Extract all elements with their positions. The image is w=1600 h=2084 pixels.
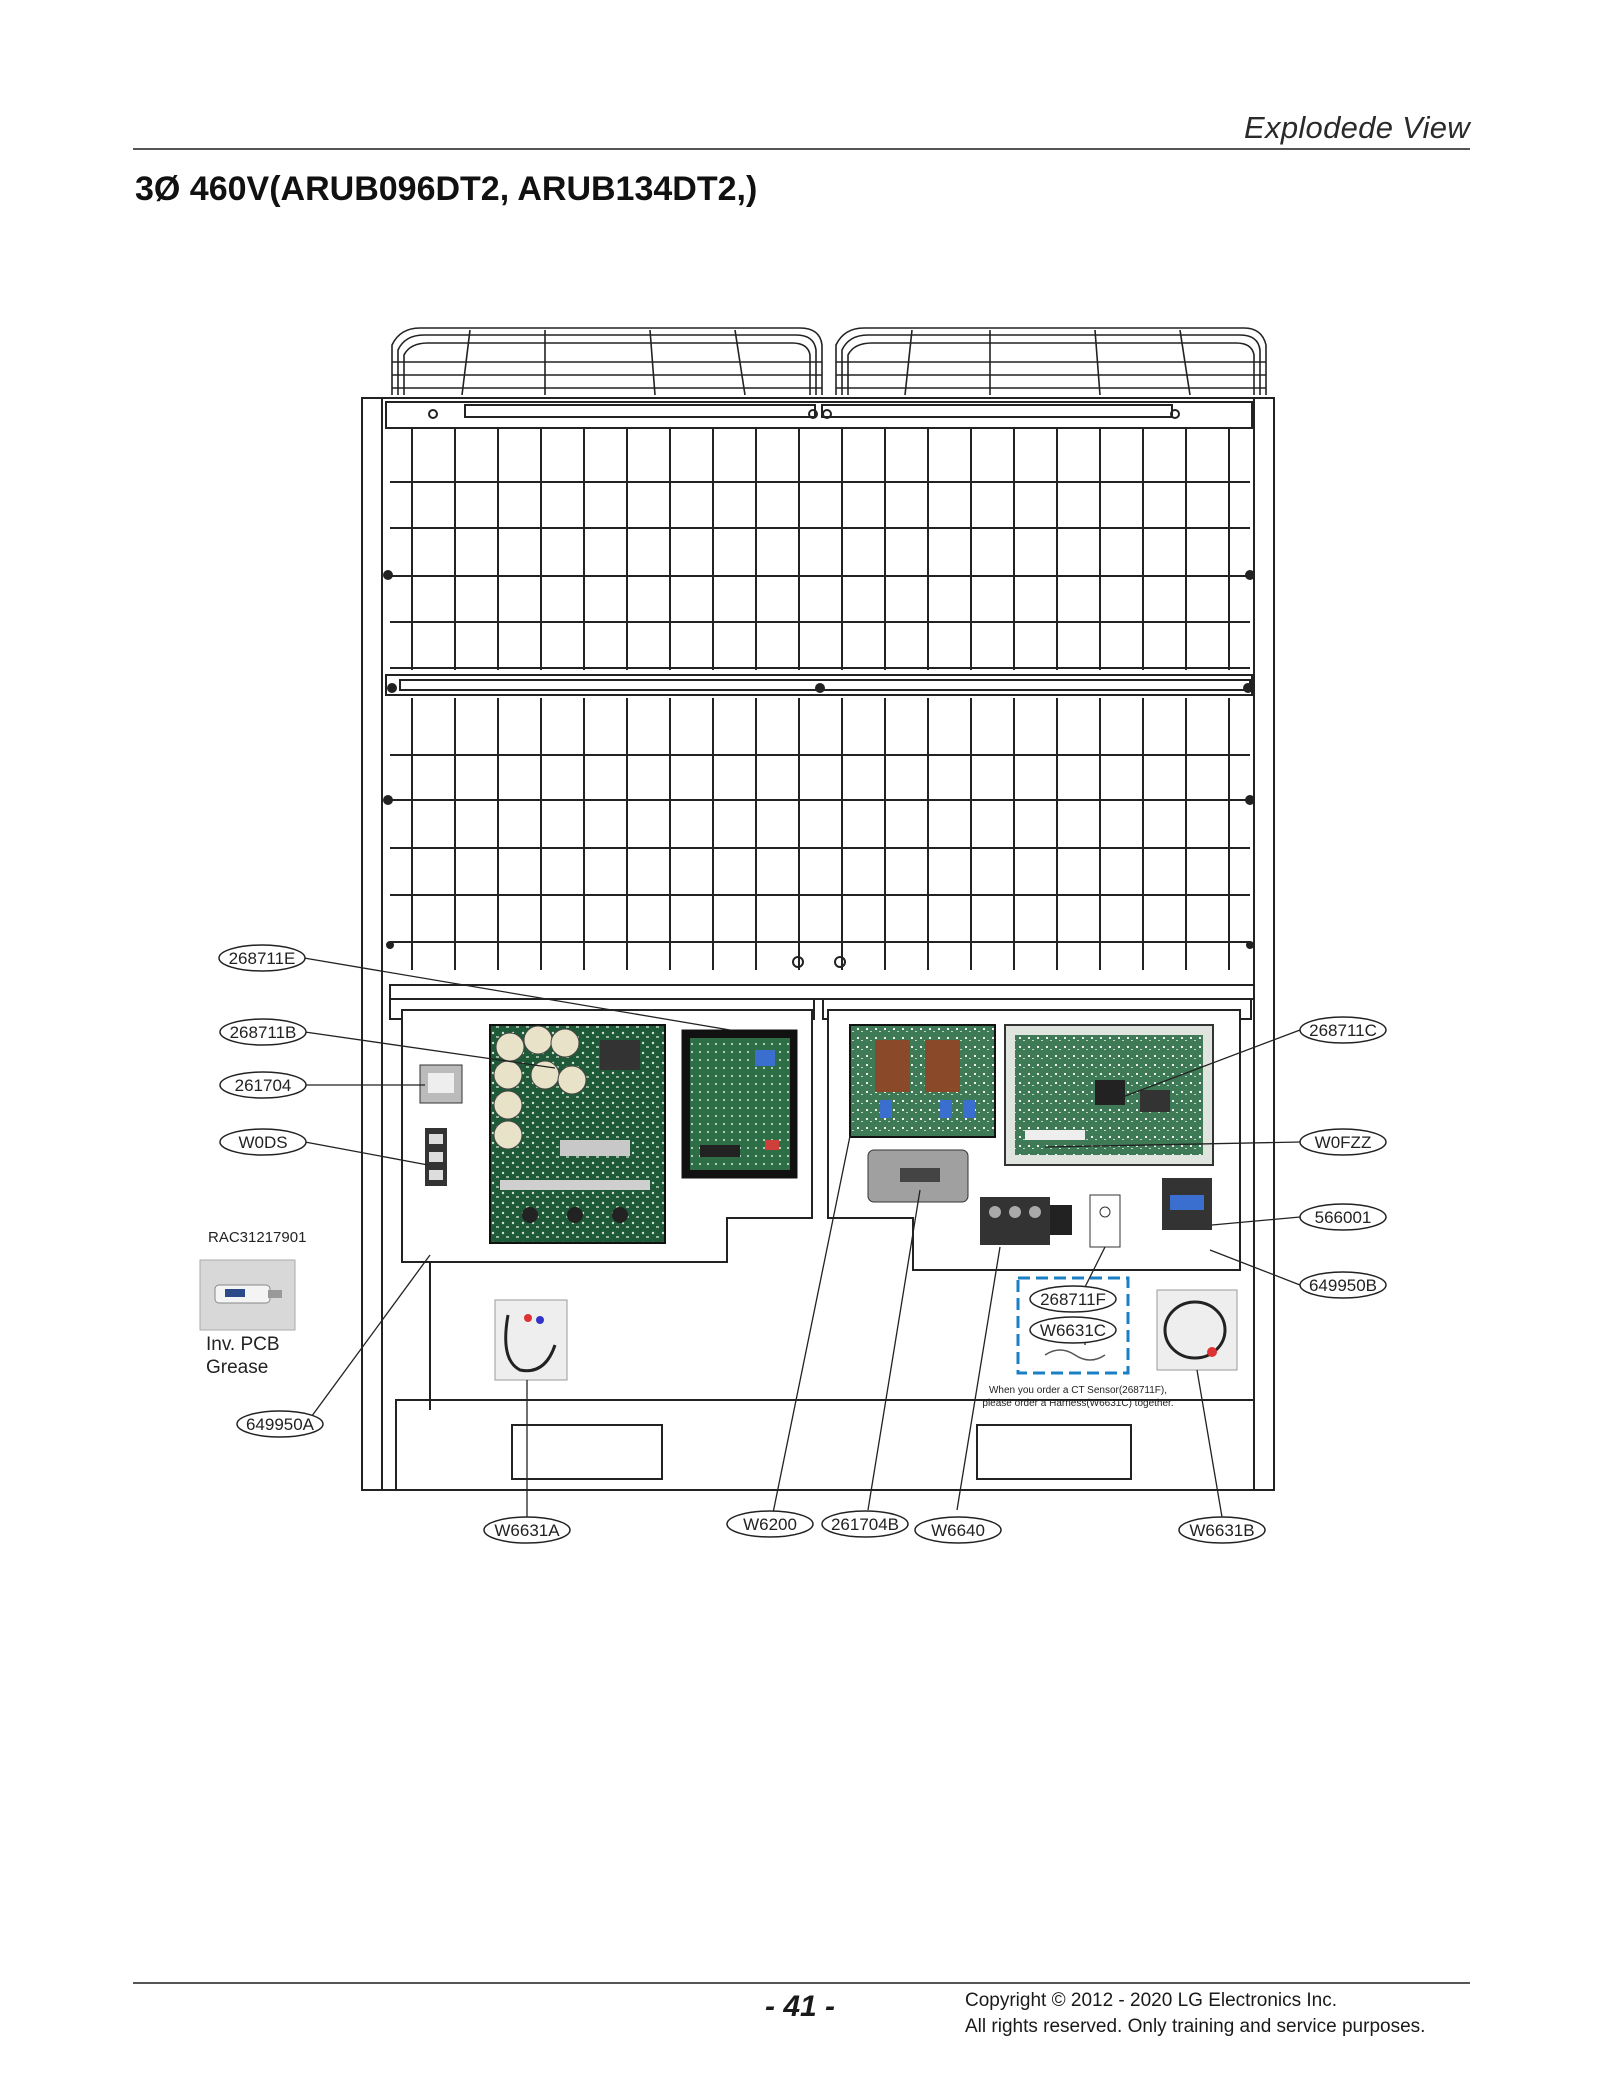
coil-grid-upper xyxy=(383,428,1255,670)
callout-W0DS: W0DS xyxy=(238,1133,287,1152)
copyright-notice: Copyright © 2012 - 2020 LG Electronics I… xyxy=(965,1988,1425,2040)
fan-pcb xyxy=(681,1029,798,1179)
grease-label-line2: Grease xyxy=(206,1357,268,1378)
ct-note-line2: please order a Harness(W6631C) together. xyxy=(982,1398,1173,1409)
noise-filter-pcb xyxy=(849,1024,996,1138)
callout-W6631B: W6631B xyxy=(1189,1521,1254,1540)
fan-guard-right xyxy=(835,327,1267,396)
callout-268711C: 268711C xyxy=(1309,1021,1377,1040)
harness-w6631a xyxy=(494,1299,568,1381)
callout-W0FZZ: W0FZZ xyxy=(1315,1133,1372,1152)
grease-tube-image xyxy=(199,1259,296,1331)
callout-649950A: 649950A xyxy=(246,1415,315,1434)
main-control-pcb xyxy=(1004,1024,1214,1166)
callouts xyxy=(218,944,1387,1544)
fan-guard-left xyxy=(391,327,823,396)
callout-566001: 566001 xyxy=(1315,1208,1372,1227)
callout-261704: 261704 xyxy=(235,1076,292,1095)
copyright-line-1: Copyright © 2012 - 2020 LG Electronics I… xyxy=(965,1990,1338,2011)
callout-649950B: 649950B xyxy=(1309,1276,1377,1295)
ct-note-line1: When you order a CT Sensor(268711F), xyxy=(989,1385,1167,1396)
coil-grid-lower xyxy=(383,698,1255,970)
section-title: Explodede View xyxy=(1244,110,1470,145)
ct-sensor xyxy=(1089,1194,1121,1248)
footer-divider xyxy=(133,1982,1470,1984)
callout-268711F: 268711F xyxy=(1040,1290,1106,1309)
grease-label-line1: Inv. PCB xyxy=(206,1334,280,1355)
main-inverter-pcb xyxy=(489,1024,666,1244)
ct-note-box xyxy=(1016,1276,1130,1375)
callout-261704B: 261704B xyxy=(831,1515,899,1534)
terminal-block-left xyxy=(425,1128,447,1186)
harness-w6631b xyxy=(1156,1289,1238,1371)
page-number: - 41 - xyxy=(765,1990,836,2023)
callout-W6631C: W6631C xyxy=(1040,1321,1106,1340)
header-divider xyxy=(133,148,1470,150)
callout-W6631A: W6631A xyxy=(494,1521,560,1540)
reactor-component xyxy=(419,1064,463,1104)
capacitor-bank xyxy=(867,1149,969,1203)
callout-268711B: 268711B xyxy=(230,1023,297,1042)
callout-W6640: W6640 xyxy=(931,1521,985,1540)
magnetic-contactor xyxy=(1162,1178,1212,1230)
leader-lines xyxy=(303,957,1301,1518)
page-title: 3Ø 460V(ARUB096DT2, ARUB134DT2,) xyxy=(135,170,758,208)
grease-part-number: RAC31217901 xyxy=(208,1229,306,1246)
callout-268711E: 268711E xyxy=(229,949,296,968)
copyright-line-2: All rights reserved. Only training and s… xyxy=(965,2016,1426,2037)
callout-W6200: W6200 xyxy=(743,1515,797,1534)
terminal-block-main xyxy=(980,1197,1072,1245)
